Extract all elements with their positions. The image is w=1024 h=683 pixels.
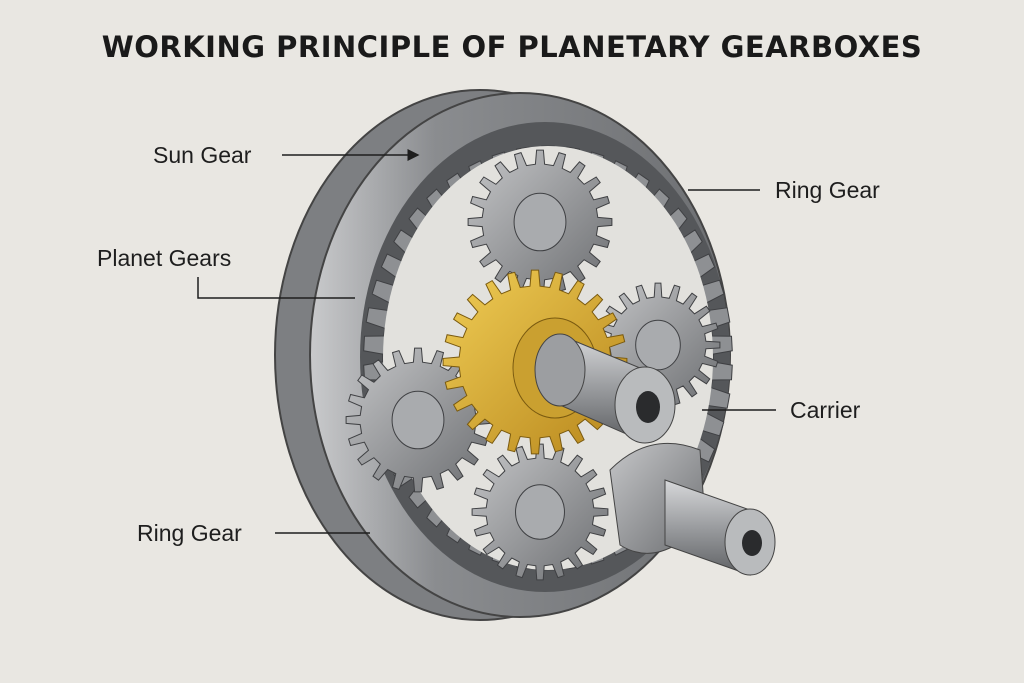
- label-ring-gear-right: Ring Gear: [775, 177, 880, 203]
- sun-shaft: [534, 333, 676, 444]
- label-planet-gears: Planet Gears: [97, 245, 232, 271]
- planet-gear-bottom: [471, 443, 609, 581]
- planet-gear-top: [467, 149, 613, 295]
- label-sun-gear: Sun Gear: [153, 142, 252, 168]
- diagram-title: WORKING PRINCIPLE OF PLANETARY GEARBOXES: [101, 30, 923, 64]
- label-carrier: Carrier: [790, 397, 861, 423]
- leader-planet-gears: [197, 277, 355, 299]
- label-ring-gear-left: Ring Gear: [137, 520, 242, 546]
- carrier-arm: [609, 442, 776, 576]
